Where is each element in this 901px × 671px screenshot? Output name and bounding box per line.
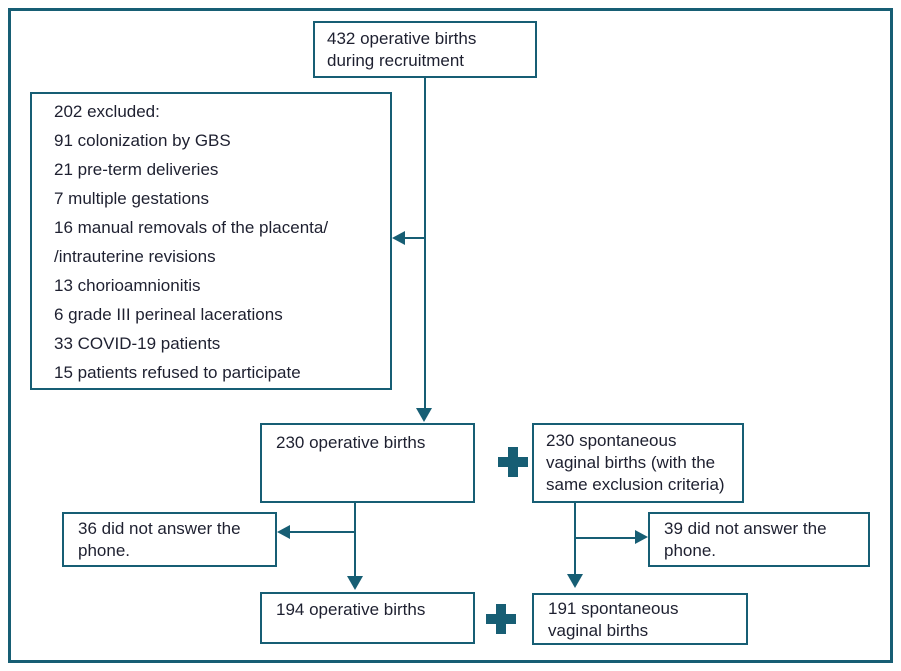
arrowhead-left-icon <box>277 525 290 539</box>
box-spontaneous-births-191: 191 spontaneous vaginal births <box>532 593 748 645</box>
diagram-outer-border <box>8 8 893 663</box>
connector-to-no-answer-36 <box>288 531 355 533</box>
arrowhead-down-icon <box>567 574 583 588</box>
arrowhead-down-icon <box>347 576 363 590</box>
arrowhead-down-icon <box>416 408 432 422</box>
connector-spontaneous230-to-191 <box>574 503 576 574</box>
arrowhead-left-icon <box>392 231 405 245</box>
plus-icon <box>498 447 528 477</box>
box-spontaneous-births-230: 230 spontaneous vaginal births (with the… <box>532 423 744 503</box>
connector-recruitment-to-operative <box>424 78 426 410</box>
box-recruitment: 432 operative births during recruitment <box>313 21 537 78</box>
box-operative-births-194: 194 operative births <box>260 592 475 644</box>
connector-to-no-answer-39 <box>576 537 638 539</box>
connector-to-excluded <box>398 237 426 239</box>
box-no-answer-36: 36 did not answer the phone. <box>62 512 277 567</box>
box-excluded-list: 202 excluded: 91 colonization by GBS 21 … <box>30 92 392 390</box>
connector-operative230-to-194 <box>354 503 356 576</box>
box-operative-births-230: 230 operative births <box>260 423 475 503</box>
plus-icon <box>486 604 516 634</box>
box-no-answer-39: 39 did not answer the phone. <box>648 512 870 567</box>
arrowhead-right-icon <box>635 530 648 544</box>
